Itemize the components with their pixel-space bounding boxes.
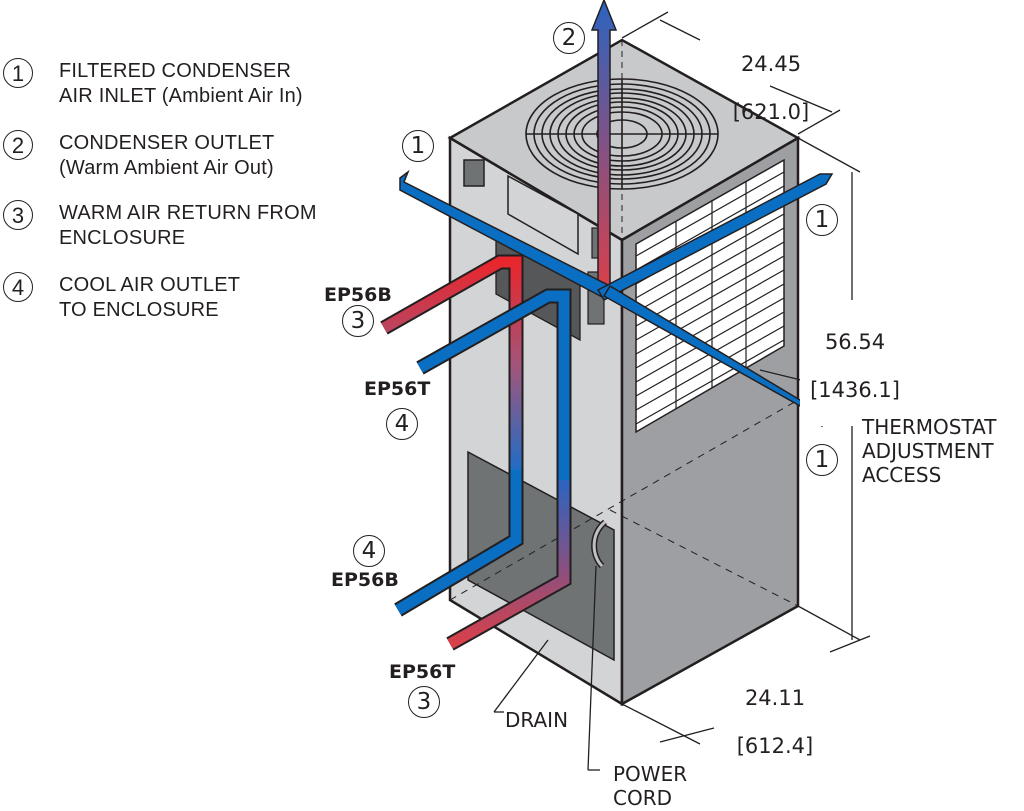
legend-item-1: 1 FILTERED CONDENSER AIR INLET (Ambient … [0, 58, 380, 118]
ambient-inlet-arrow-right-top [596, 173, 834, 301]
dimension-height-inches: 56.54 [824, 330, 886, 354]
model-label-ep56t-upper: EP56T [364, 378, 431, 400]
legend-item-2: 2 CONDENSER OUTLET (Warm Ambient Air Out… [0, 130, 380, 190]
warm-ambient-outlet-arrow [590, 0, 618, 291]
legend-item-3: 3 WARM AIR RETURN FROM ENCLOSURE [0, 200, 380, 260]
legend-item-4: 4 COOL AIR OUTLET TO ENCLOSURE [0, 272, 380, 332]
callout-cool-outlet-ep56t: 4 [386, 408, 418, 440]
dimension-width-inches: 24.11 [744, 686, 806, 710]
legend-text: FILTERED CONDENSER AIR INLET (Ambient Ai… [59, 60, 303, 107]
callout-inlet-left: 1 [402, 130, 434, 162]
front-access-panel-top [507, 174, 579, 256]
thermostat-access-label: THERMOSTAT ADJUSTMENT ACCESS [862, 415, 997, 487]
model-label-ep56b-upper: EP56B [324, 284, 392, 306]
legend-number: 2 [3, 130, 33, 160]
callout-warm-return-ep56b: 3 [342, 305, 374, 337]
dimension-depth: 24.45 [621.0] [716, 28, 826, 148]
legend-number: 1 [3, 58, 33, 88]
legend-number: 3 [3, 200, 33, 230]
model-label-ep56t-lower: EP56T [389, 661, 456, 683]
dimension-width: 24.11 [612.4] [720, 662, 830, 782]
model-label-ep56b-lower: EP56B [331, 569, 399, 591]
dimension-height-mm: [1436.1] [810, 378, 900, 402]
callout-inlet-right-bottom: 1 [806, 444, 838, 476]
dimension-width-mm: [612.4] [736, 734, 814, 758]
callout-warm-return-ep56t: 3 [408, 686, 440, 718]
callout-cool-outlet-ep56b: 4 [353, 535, 385, 567]
legend-text: COOL AIR OUTLET TO ENCLOSURE [59, 274, 241, 321]
power-cord-label: POWER CORD [613, 762, 688, 810]
legend-text: WARM AIR RETURN FROM ENCLOSURE [59, 202, 317, 249]
dimension-depth-mm: [621.0] [732, 100, 810, 124]
callout-inlet-right-top: 1 [806, 204, 838, 236]
drain-label: DRAIN [505, 708, 569, 732]
legend-number: 4 [3, 272, 33, 302]
dimension-height: 56.54 [1436.1] [800, 306, 910, 426]
fan-guard [525, 78, 719, 190]
front-vent-small [463, 159, 485, 187]
condenser-grille [635, 158, 785, 434]
legend-text: CONDENSER OUTLET (Warm Ambient Air Out) [59, 132, 275, 179]
callout-condenser-outlet: 2 [553, 22, 585, 54]
dimension-depth-inches: 24.45 [740, 52, 802, 76]
